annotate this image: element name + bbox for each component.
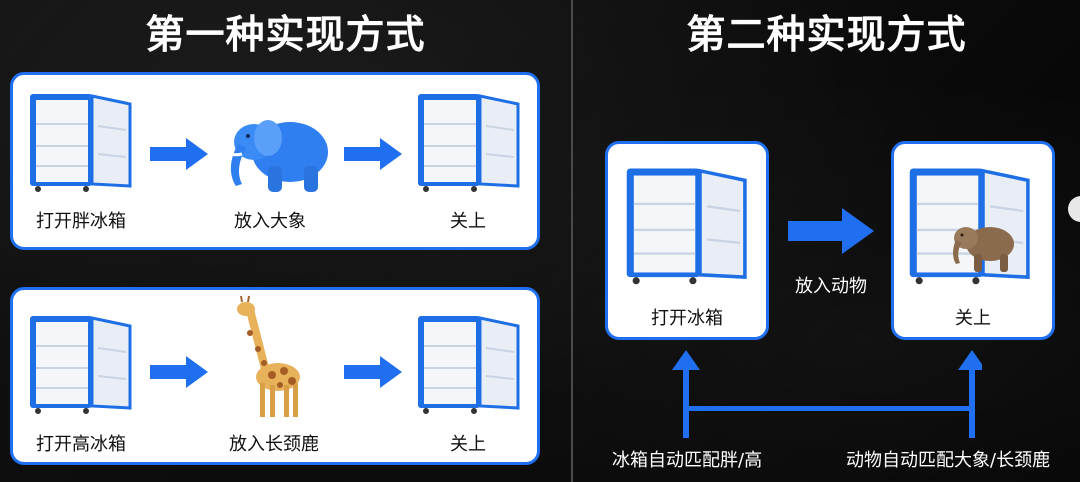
open-fridge-icon	[26, 86, 136, 196]
bidirectional-connector	[672, 350, 982, 440]
giraffe-icon	[228, 293, 318, 421]
row1-step1-label: 打开胖冰箱	[11, 207, 151, 233]
brown-elephant-icon	[948, 218, 1020, 274]
row2-step2-label: 放入长颈鹿	[204, 430, 344, 456]
left-title: 第一种实现方式	[0, 4, 571, 60]
row1-step2-label: 放入大象	[200, 207, 340, 233]
fridge-auto-match-label: 冰箱自动匹配胖/高	[612, 446, 762, 472]
center-divider	[571, 0, 573, 482]
right-arrow-icon	[788, 208, 876, 254]
animal-auto-match-label: 动物自动匹配大象/长颈鹿	[846, 446, 1050, 472]
fridge-with-elephant-icon	[414, 86, 524, 196]
right-arrow-icon	[344, 138, 404, 170]
elephant-icon	[220, 108, 332, 196]
right-arrow-icon	[344, 356, 404, 388]
open-fridge-icon	[26, 308, 136, 418]
fridge-with-giraffe-icon	[414, 308, 524, 418]
row2-step3-label: 关上	[398, 430, 538, 456]
row2-step1-label: 打开高冰箱	[11, 430, 151, 456]
arrow-label: 放入动物	[761, 272, 901, 298]
right-arrow-icon	[150, 356, 210, 388]
right-title: 第二种实现方式	[573, 4, 1080, 60]
row1-step3-label: 关上	[398, 207, 538, 233]
open-fridge-icon	[622, 154, 752, 294]
box1-label: 打开冰箱	[617, 304, 757, 330]
box2-label: 关上	[903, 304, 1043, 330]
right-arrow-icon	[150, 138, 210, 170]
